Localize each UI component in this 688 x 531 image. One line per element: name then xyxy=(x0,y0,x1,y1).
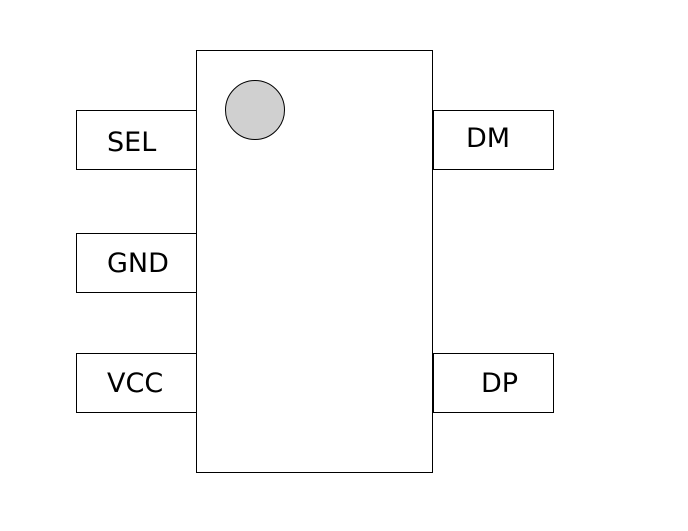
pin-label: VCC xyxy=(107,367,164,399)
pin-label: DP xyxy=(481,367,519,399)
pin-gnd: GND xyxy=(76,233,197,293)
pin-label: SEL xyxy=(107,126,157,158)
pin1-marker xyxy=(225,80,285,140)
pin-label: GND xyxy=(107,247,169,279)
pin-dp: DP xyxy=(433,353,554,413)
pin-dm: DM xyxy=(433,110,554,170)
pin-sel: SEL xyxy=(76,110,197,170)
pin-vcc: VCC xyxy=(76,353,197,413)
pin-label: DM xyxy=(466,122,511,154)
